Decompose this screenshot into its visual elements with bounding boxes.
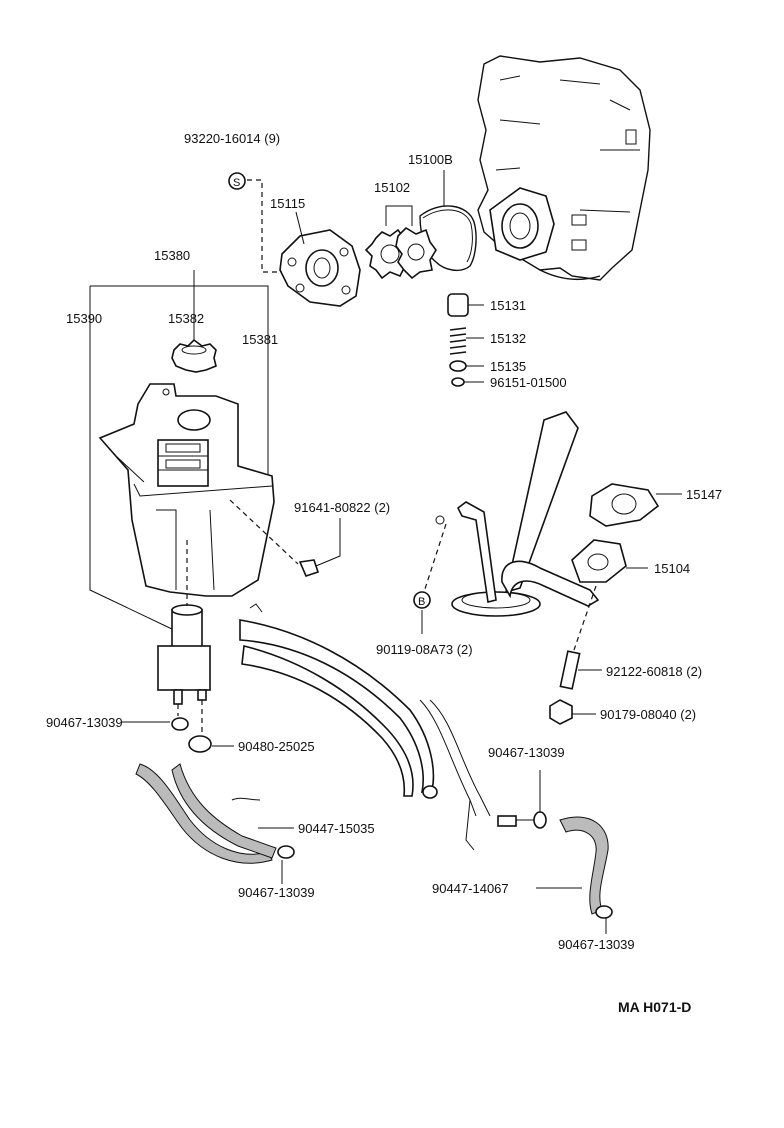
cap-15382 (171, 338, 217, 373)
reference-code: MA H071-D (618, 999, 691, 1015)
label-96151-01500: 96151-01500 (490, 375, 567, 390)
screw-symbol-s: S (228, 172, 246, 190)
symbol-s: S (233, 177, 240, 189)
symbol-b: B (418, 596, 425, 608)
label-90467-13039-d: 90467-13039 (558, 937, 635, 952)
hose-90447-15035 (135, 763, 295, 884)
label-15102: 15102 (374, 180, 410, 195)
label-90480-25025: 90480-25025 (238, 739, 315, 754)
label-15381: 15381 (242, 332, 278, 347)
label-90119-08a73: 90119-08A73 (2) (376, 642, 473, 657)
relief-valve-stack (447, 293, 484, 387)
bolt-symbol-b: B (413, 523, 447, 634)
stud-92122 (559, 585, 602, 690)
reservoir-15381 (98, 383, 275, 597)
label-15390: 15390 (66, 311, 102, 326)
label-90447-14067: 90447-14067 (432, 881, 509, 896)
label-15132: 15132 (490, 331, 526, 346)
label-90467-13039-b: 90467-13039 (488, 745, 565, 760)
filter-15390 (157, 540, 211, 736)
engine-block (477, 55, 651, 281)
bolt-91641 (229, 499, 341, 577)
label-15100b: 15100B (408, 152, 453, 167)
label-90467-13039-a: 90467-13039 (46, 715, 123, 730)
oil-strainer (435, 411, 600, 617)
hose-90447-14067 (497, 770, 613, 934)
pump-cover-15115 (247, 179, 361, 307)
label-90447-15035: 90447-15035 (298, 821, 375, 836)
label-90179-08040: 90179-08040 (2) (600, 707, 696, 722)
label-91641-80822: 91641-80822 (2) (294, 500, 390, 515)
label-15131: 15131 (490, 298, 526, 313)
label-93220-16014: 93220-16014 (9) (184, 131, 280, 146)
label-15135: 15135 (490, 359, 526, 374)
label-15104: 15104 (654, 561, 690, 576)
label-15380: 15380 (154, 248, 190, 263)
label-15115: 15115 (270, 196, 305, 211)
hose-clamp-left (122, 717, 234, 753)
pump-gears-15102 (364, 205, 437, 280)
label-92122-60818: 92122-60818 (2) (606, 664, 702, 679)
label-15147: 15147 (686, 487, 722, 502)
suction-pipe (239, 603, 491, 851)
label-90467-13039-c: 90467-13039 (238, 885, 315, 900)
bracket-lines (89, 270, 269, 631)
gasket-15147 (589, 483, 682, 527)
label-15382: 15382 (168, 311, 204, 326)
flange-15104 (571, 539, 648, 583)
nut-90179 (549, 699, 596, 725)
